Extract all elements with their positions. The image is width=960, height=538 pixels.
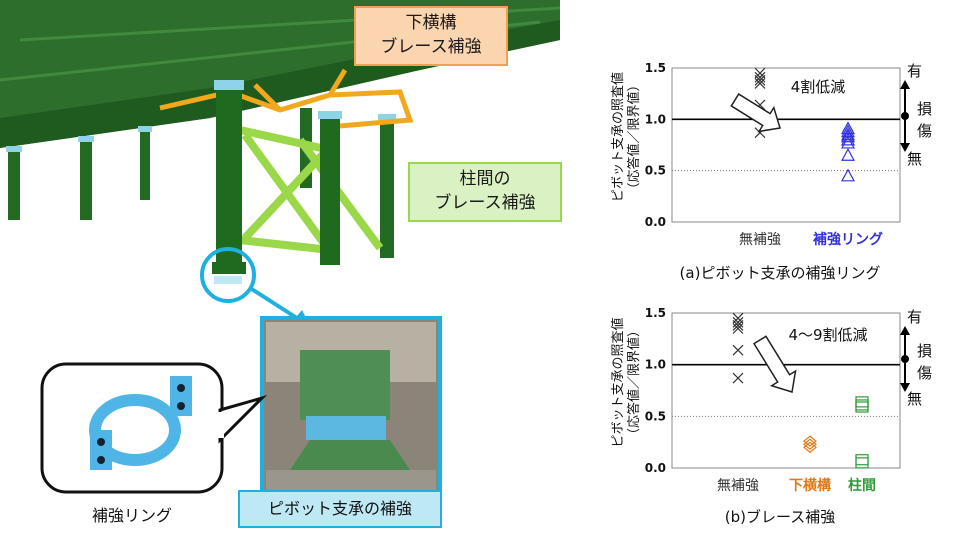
lower-lateral-label-box: 下横構 ブレース補強 [354,6,508,66]
damage-middle-label: 傷 [917,122,932,140]
data-point [855,401,869,413]
data-point [803,441,817,454]
data-point [732,372,744,384]
reduction-arrow [753,335,797,393]
data-point [840,135,856,149]
lower-lateral-label: 下横構 ブレース補強 [380,13,482,57]
ring-caption: 補強リング [92,506,173,525]
y-axis-label: ピボット支承の照査値 [610,72,626,202]
y-tick-label: 1.0 [645,112,666,126]
category-label: 無補強 [717,478,759,494]
y-tick-label: 1.5 [645,61,666,75]
pivot-caption: ピボット支承の補強 [267,499,412,518]
chart-title: (a)ピボット支承の補強リング [680,264,881,282]
y-tick-label: 0.5 [645,164,666,178]
data-point [840,168,856,182]
bridge-illustration [0,0,561,496]
data-point [754,77,766,89]
reduction-arrow [730,93,781,133]
y-axis-label-sub: （応答値／限界値） [626,324,642,441]
up-arrowhead [900,80,910,89]
data-point [803,435,817,447]
reduction-annotation: 4〜9割低減 [788,326,867,344]
damage-middle-label: 損 [917,100,932,118]
data-point [803,438,817,451]
y-axis-label: ピボット支承の照査値 [610,317,626,447]
column-brace-label-box: 柱間の ブレース補強 [408,162,562,222]
damage-top-label: 有 [907,62,922,80]
charts-area: 0.00.51.01.5ピボット支承の照査値（応答値／限界値）無補強補強リング4… [610,61,932,526]
damage-midpoint [901,355,909,363]
damage-midpoint [901,112,909,120]
column-brace-label: 柱間の ブレース補強 [434,169,536,213]
down-arrowhead [900,383,910,392]
damage-top-label: 有 [907,308,922,326]
data-point [855,454,869,466]
data-point [754,74,766,86]
data-point [732,319,744,331]
reduction-annotation: 4割低減 [791,78,846,96]
y-tick-label: 1.5 [645,306,666,320]
chart-title: (b)ブレース補強 [725,508,835,526]
category-label: 柱間 [848,477,876,494]
y-tick-label: 0.0 [645,215,666,229]
data-point [840,132,856,146]
y-tick-label: 1.0 [645,358,666,372]
data-point [840,129,856,143]
damage-middle-label: 損 [917,342,932,360]
damage-bottom-label: 無 [907,150,922,168]
data-point [732,323,744,334]
category-label: 下横構 [789,477,831,494]
data-point [855,457,869,469]
damage-bottom-label: 無 [907,390,922,408]
category-label: 補強リング [812,231,883,248]
y-axis-label-sub: （応答値／限界値） [626,78,642,195]
damage-middle-label: 傷 [917,364,932,382]
data-point [840,148,856,161]
data-point [840,127,856,141]
y-tick-label: 0.5 [645,409,666,423]
data-point [732,344,744,356]
y-tick-label: 0.0 [645,461,666,475]
plot-frame [671,67,901,223]
pivot-caption-box: ピボット支承の補強 [238,490,442,528]
plot-frame [671,312,901,469]
up-arrowhead [900,326,910,335]
down-arrowhead [900,143,910,152]
category-label: 無補強 [739,232,781,248]
